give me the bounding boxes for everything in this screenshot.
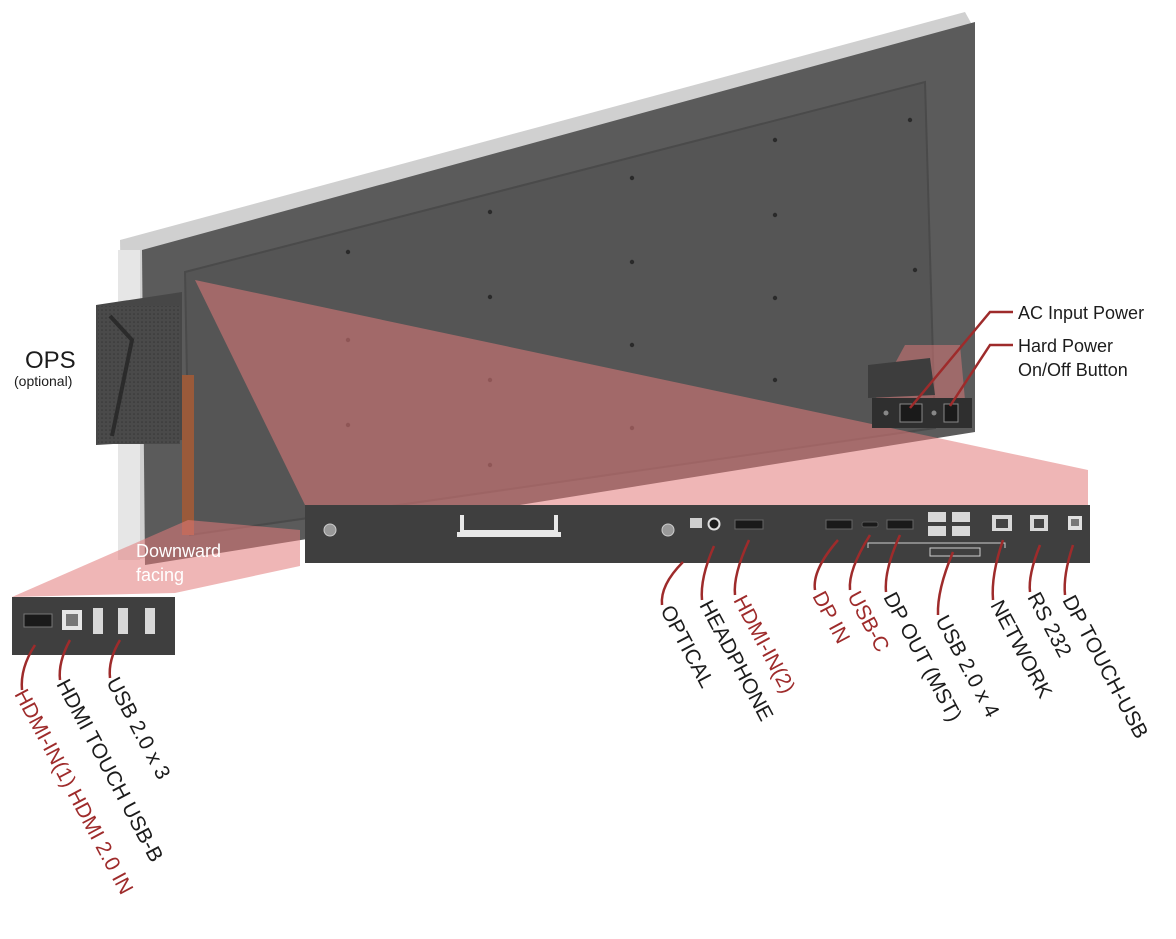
usb-port: [93, 608, 103, 634]
ops-label: OPS: [25, 347, 76, 374]
hard-power-label-line1: Hard Power: [1018, 336, 1113, 356]
headphone-jack: [709, 519, 720, 530]
usb-port: [118, 608, 128, 634]
hdmi-in-1-port: [24, 614, 52, 627]
dp-out-port: [887, 520, 913, 529]
usb-port: [952, 526, 970, 536]
left-port-panel: [12, 597, 175, 655]
hdmi-in-2-port: [735, 520, 763, 529]
usb-c-port: [862, 522, 878, 527]
downward-label-line1: Downward: [136, 541, 221, 561]
hard-power-label-line2: On/Off Button: [1018, 360, 1128, 380]
usb-port: [928, 526, 946, 536]
usb-port: [145, 608, 155, 634]
power-switch: [944, 404, 958, 422]
ac-input-power-label: AC Input Power: [1018, 303, 1144, 323]
ops-module: [96, 292, 182, 445]
ops-optional-label: (optional): [14, 373, 72, 389]
bottom-port-panel: [305, 505, 1090, 563]
optical-port: [690, 518, 702, 528]
dp-in-port: [826, 520, 852, 529]
left-side-port-strip: [182, 375, 194, 535]
dp-touch-usb-label: DP TOUCH-USB: [1058, 592, 1153, 743]
usb-port: [952, 512, 970, 522]
usb-port: [928, 512, 946, 522]
downward-label-line2: facing: [136, 565, 184, 585]
